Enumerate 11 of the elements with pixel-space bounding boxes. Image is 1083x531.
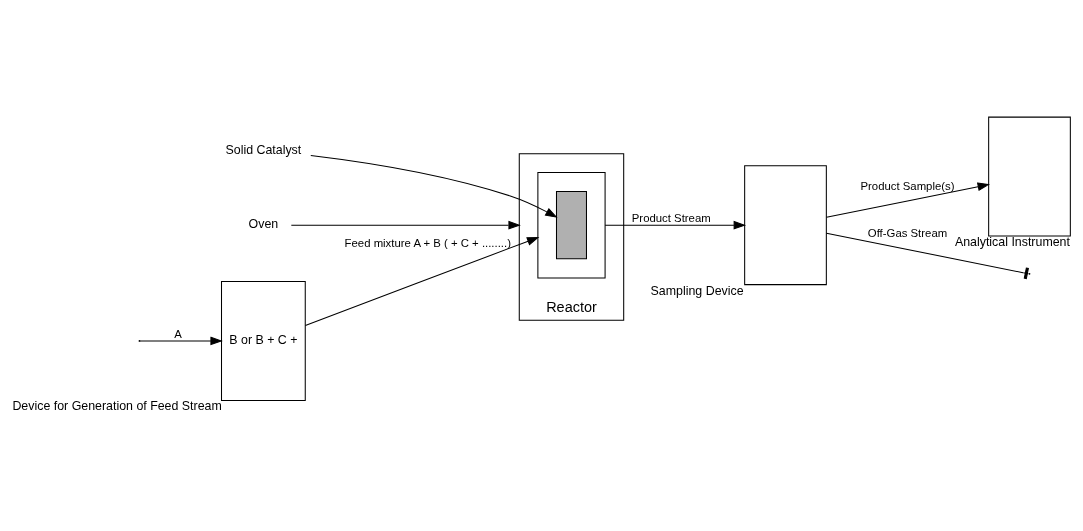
node-label: Sampling Device — [650, 283, 744, 298]
edge-label: Feed mixture A + B ( + C + ........) — [344, 236, 511, 249]
edge-label: A — [174, 327, 182, 340]
node-label: Device for Generation of Feed Stream — [12, 399, 222, 414]
edge-label: Product Stream — [631, 211, 711, 224]
node-text: Solid Catalyst — [225, 142, 302, 157]
edge-label: Product Sample(s) — [860, 179, 955, 192]
edge-label: Off-Gas Stream — [867, 227, 948, 240]
node-label: Analytical Instrument — [954, 234, 1070, 249]
node-text: Oven — [248, 217, 279, 232]
node-label: Reactor — [546, 299, 597, 316]
